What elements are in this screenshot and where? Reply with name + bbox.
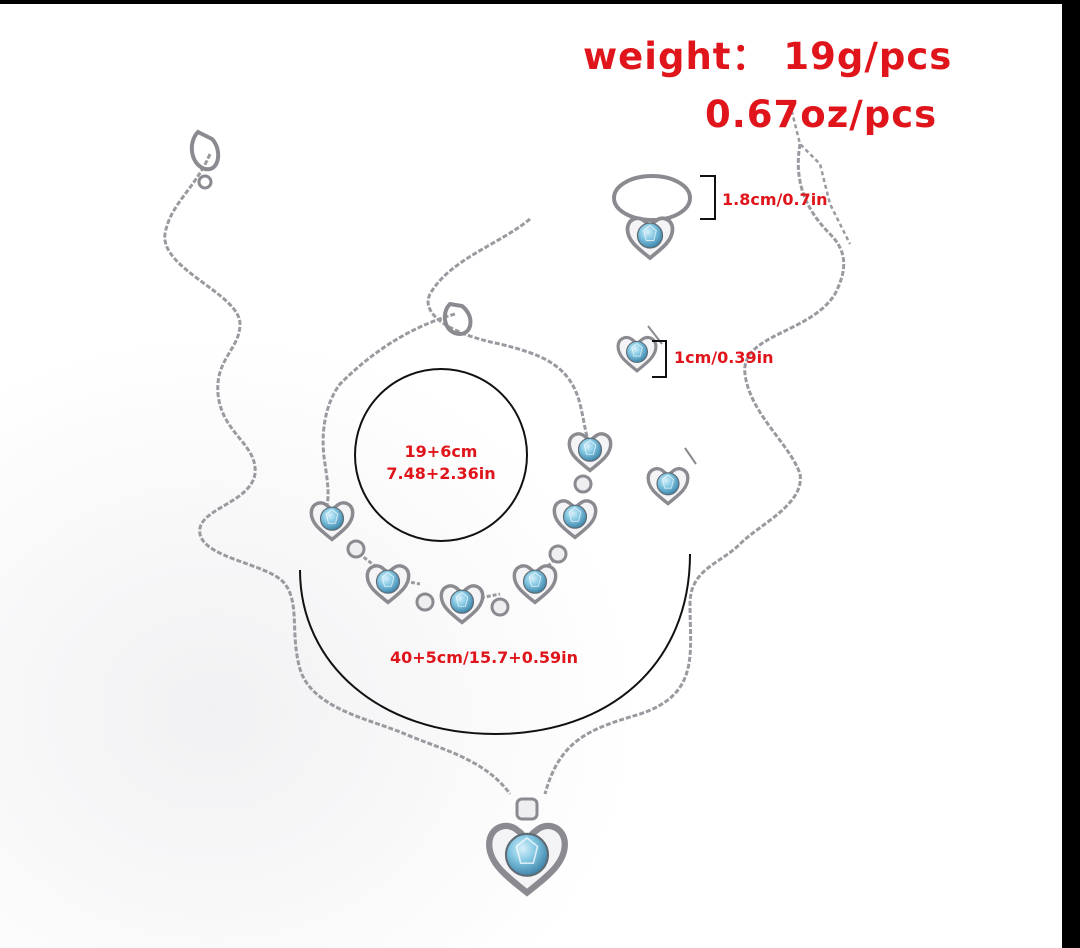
ring-size-bracket — [700, 175, 716, 220]
weight-label: weight： 19g/pcs — [583, 35, 953, 78]
earring-size-label: 1cm/0.39in — [674, 348, 774, 367]
product-photo: weight： 19g/pcs 0.67oz/pcs 1.8cm/0.7in 1… — [0, 4, 1062, 948]
necklace-clasp — [189, 129, 221, 172]
jewelry-set-illustration — [0, 4, 1062, 948]
bracelet-size-cm-label: 19+6cm — [404, 442, 478, 461]
ring — [612, 174, 692, 260]
necklace-chain-right — [543, 143, 846, 795]
necklace-chain — [163, 153, 512, 795]
dimension-marks — [299, 175, 716, 736]
bracelet-size-circle — [354, 368, 528, 542]
necklace-size-label: 40+5cm/15.7+0.59in — [390, 648, 579, 667]
weight-oz-label: 0.67oz/pcs — [705, 93, 938, 136]
bracelet-chain-right — [426, 217, 592, 445]
bracelet-size-in-label: 7.48+2.36in — [386, 464, 496, 483]
earring-stud-2 — [646, 447, 697, 506]
ring-size-label: 1.8cm/0.7in — [722, 190, 828, 209]
bracelet-chain — [321, 312, 456, 515]
bracelet — [309, 217, 613, 625]
necklace — [163, 103, 852, 893]
earring-size-bracket — [652, 340, 667, 378]
necklace-size-arc — [299, 553, 691, 736]
